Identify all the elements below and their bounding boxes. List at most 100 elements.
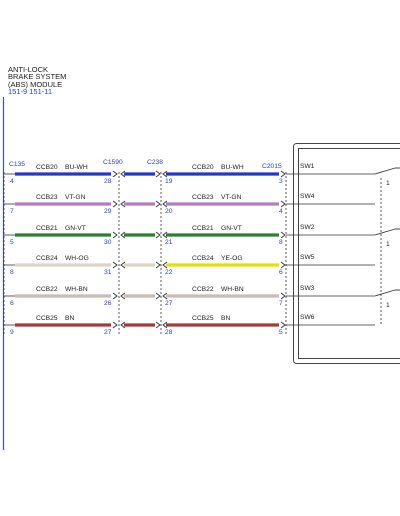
connector-c238-label: C238	[147, 159, 163, 166]
switch-position-label: 1	[386, 180, 390, 187]
switch-label: SW1	[300, 163, 315, 170]
circuit-label: CCB25	[36, 315, 58, 322]
switch-module-outer	[293, 143, 400, 364]
connector-arrow	[280, 200, 286, 208]
connector-arrow	[162, 261, 168, 269]
circuit-label: CCB20	[36, 164, 58, 171]
connector-arrow	[280, 321, 286, 329]
circuit-label: CCB20	[192, 164, 214, 171]
pin-number: 21	[165, 239, 173, 246]
switch-label: SW3	[300, 285, 315, 292]
switch-contact	[374, 228, 396, 236]
connector-arrow	[120, 321, 126, 329]
wire-color-label: BU-WH	[65, 164, 88, 171]
connector-arrow	[120, 231, 126, 239]
connector-arrow	[155, 292, 161, 300]
pin-number: 5	[279, 329, 283, 336]
circuit-label: CCB21	[192, 225, 214, 232]
connector-arrow	[112, 261, 118, 269]
pin-number: 5	[10, 239, 14, 246]
pin-number: 8	[279, 239, 283, 246]
switch-position-label: 1	[386, 302, 390, 309]
connector-c2015-label: C2015	[262, 163, 282, 170]
connector-arrow	[112, 321, 118, 329]
connector-arrow	[112, 231, 118, 239]
wire-color-label: WH-BN	[221, 286, 244, 293]
pin-number: 27	[165, 300, 173, 307]
connector-arrow	[120, 261, 126, 269]
wire-color-label: VT-GN	[65, 194, 86, 201]
wire-color-label: BU-WH	[221, 164, 244, 171]
connector-arrow	[280, 261, 286, 269]
pin-number: 6	[279, 269, 283, 276]
wire-color-label: BN	[65, 315, 75, 322]
connector-arrow	[162, 170, 168, 178]
pin-number: 27	[104, 329, 112, 336]
abs-module-label: ANTI-LOCK BRAKE SYSTEM (ABS) MODULE 151-…	[8, 66, 66, 96]
module-line-2: BRAKE SYSTEM	[8, 72, 67, 82]
pin-number: 6	[10, 300, 14, 307]
wire-color-label: GN-VT	[65, 225, 86, 232]
connector-arrow	[155, 170, 161, 178]
switch-contact	[374, 289, 396, 297]
circuit-label: CCB24	[36, 255, 58, 262]
connector-arrow	[162, 292, 168, 300]
switch-label: SW2	[300, 224, 315, 231]
pin-number: 20	[165, 208, 173, 215]
pin-number: 8	[10, 269, 14, 276]
connector-arrow	[120, 170, 126, 178]
circuit-label: CCB22	[192, 286, 214, 293]
pin-number: 22	[165, 269, 173, 276]
circuit-label: CCB23	[192, 194, 214, 201]
connector-arrow	[120, 200, 126, 208]
connector-arrow	[155, 261, 161, 269]
pin-number: 26	[104, 300, 112, 307]
circuit-label: CCB23	[36, 194, 58, 201]
pin-number: 4	[10, 178, 14, 185]
circuit-label: CCB21	[36, 225, 58, 232]
connector-c1590-label: C1590	[103, 159, 123, 166]
module-line-3: (ABS) MODULE	[8, 79, 63, 89]
connector-arrow	[280, 231, 286, 239]
switch-contact	[374, 167, 396, 175]
connector-arrow	[162, 321, 168, 329]
module-page-refs: 151-9 151-11	[8, 87, 53, 97]
connector-arrow	[162, 231, 168, 239]
wire-color-label: VT-GN	[221, 194, 242, 201]
switch-position-label: 1	[386, 241, 390, 248]
connector-arrow	[155, 231, 161, 239]
pin-number: 31	[104, 269, 112, 276]
switch-label: SW5	[300, 254, 315, 261]
switch-label: SW6	[300, 314, 315, 321]
connector-arrow	[280, 170, 286, 178]
pin-number: 7	[279, 300, 283, 307]
connector-arrow	[112, 170, 118, 178]
pin-number: 7	[10, 208, 14, 215]
pin-number: 4	[279, 208, 283, 215]
wire-color-label: GN-VT	[221, 225, 242, 232]
pin-number: 19	[165, 178, 173, 185]
circuit-label: CCB22	[36, 286, 58, 293]
pin-number: 28	[165, 329, 173, 336]
circuit-label: CCB24	[192, 255, 214, 262]
pin-number: 28	[104, 178, 112, 185]
connector-c135-label: C135	[9, 161, 25, 168]
wire-color-label: WH-OG	[65, 255, 89, 262]
pin-number: 3	[279, 178, 283, 185]
connector-arrow	[280, 292, 286, 300]
wire-layer	[4, 167, 400, 329]
connector-arrow	[155, 200, 161, 208]
circuit-label: CCB25	[192, 315, 214, 322]
module-line-1: ANTI-LOCK	[8, 65, 49, 74]
connector-arrow	[162, 200, 168, 208]
pin-number: 30	[104, 239, 112, 246]
pin-number: 9	[10, 329, 14, 336]
connector-arrow	[112, 200, 118, 208]
wire-color-label: BN	[221, 315, 231, 322]
switch-label: SW4	[300, 193, 315, 200]
connector-arrow	[155, 321, 161, 329]
wire-color-label: YE-OG	[221, 255, 243, 262]
connector-arrow	[112, 292, 118, 300]
connector-arrow	[120, 292, 126, 300]
